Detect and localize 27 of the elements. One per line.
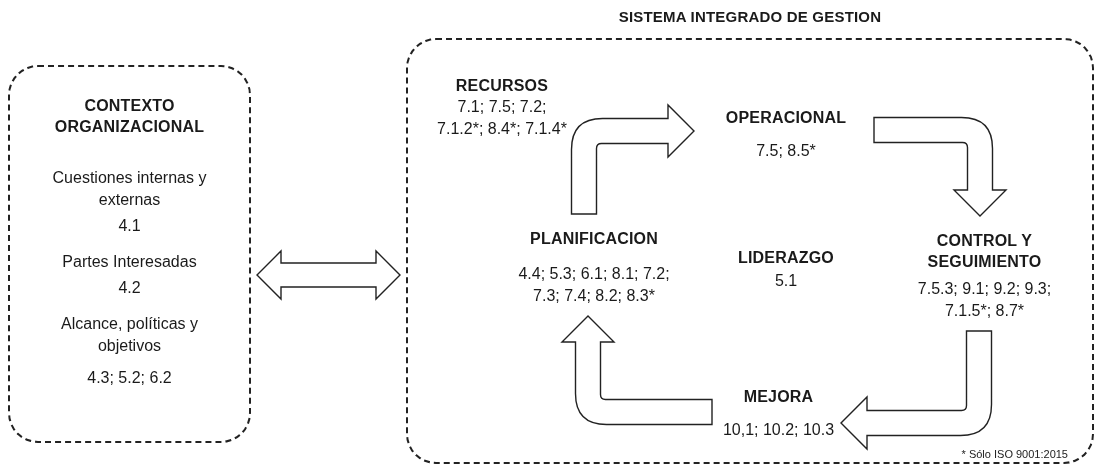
clause-numbers: 10,1; 10.2; 10.3 bbox=[722, 419, 835, 440]
topic-text: Cuestiones internas y externas bbox=[51, 168, 208, 210]
section-heading: RECURSOS bbox=[455, 75, 549, 96]
section-heading: CONTROL Y SEGUIMIENTO bbox=[926, 230, 1043, 272]
clause-numbers: 7.5.3; 9.1; 9.2; 9.3; 7.1.5*; 8.7* bbox=[916, 278, 1053, 321]
clause-numbers: 7.5; 8.5* bbox=[756, 140, 816, 161]
block-arrow bbox=[570, 104, 695, 215]
dashed-panel bbox=[8, 65, 251, 443]
panel-title: SISTEMA INTEGRADO DE GESTION bbox=[617, 8, 883, 25]
section-heading: LIDERAZGO bbox=[738, 247, 834, 268]
clause-numbers: 4.3; 5.2; 6.2 bbox=[87, 368, 172, 388]
section-heading: OPERACIONAL bbox=[725, 107, 847, 128]
clause-numbers: 4.1 bbox=[118, 216, 141, 236]
clause-numbers: 4.4; 5.3; 6.1; 8.1; 7.2; 7.3; 7.4; 8.2; 8.3* bbox=[517, 263, 671, 306]
clause-numbers: 5.1 bbox=[774, 270, 798, 291]
section-heading: CONTEXTO ORGANIZACIONAL bbox=[53, 96, 206, 137]
topic-text: Partes Interesadas bbox=[62, 252, 197, 272]
block-arrow bbox=[873, 116, 1007, 217]
topic-text: Alcance, políticas y objetivos bbox=[60, 314, 199, 356]
footnote: * Sólo ISO 9001:2015 bbox=[961, 448, 1068, 460]
block-arrow bbox=[840, 330, 993, 450]
clause-numbers: 4.2 bbox=[118, 278, 141, 298]
section-heading: MEJORA bbox=[743, 386, 814, 407]
double-block-arrow bbox=[256, 249, 401, 301]
clause-numbers: 7.1; 7.5; 7.2; 7.1.2*; 8.4*; 7.1.4* bbox=[436, 96, 568, 139]
block-arrow bbox=[561, 315, 713, 426]
section-heading: PLANIFICACION bbox=[530, 228, 658, 249]
